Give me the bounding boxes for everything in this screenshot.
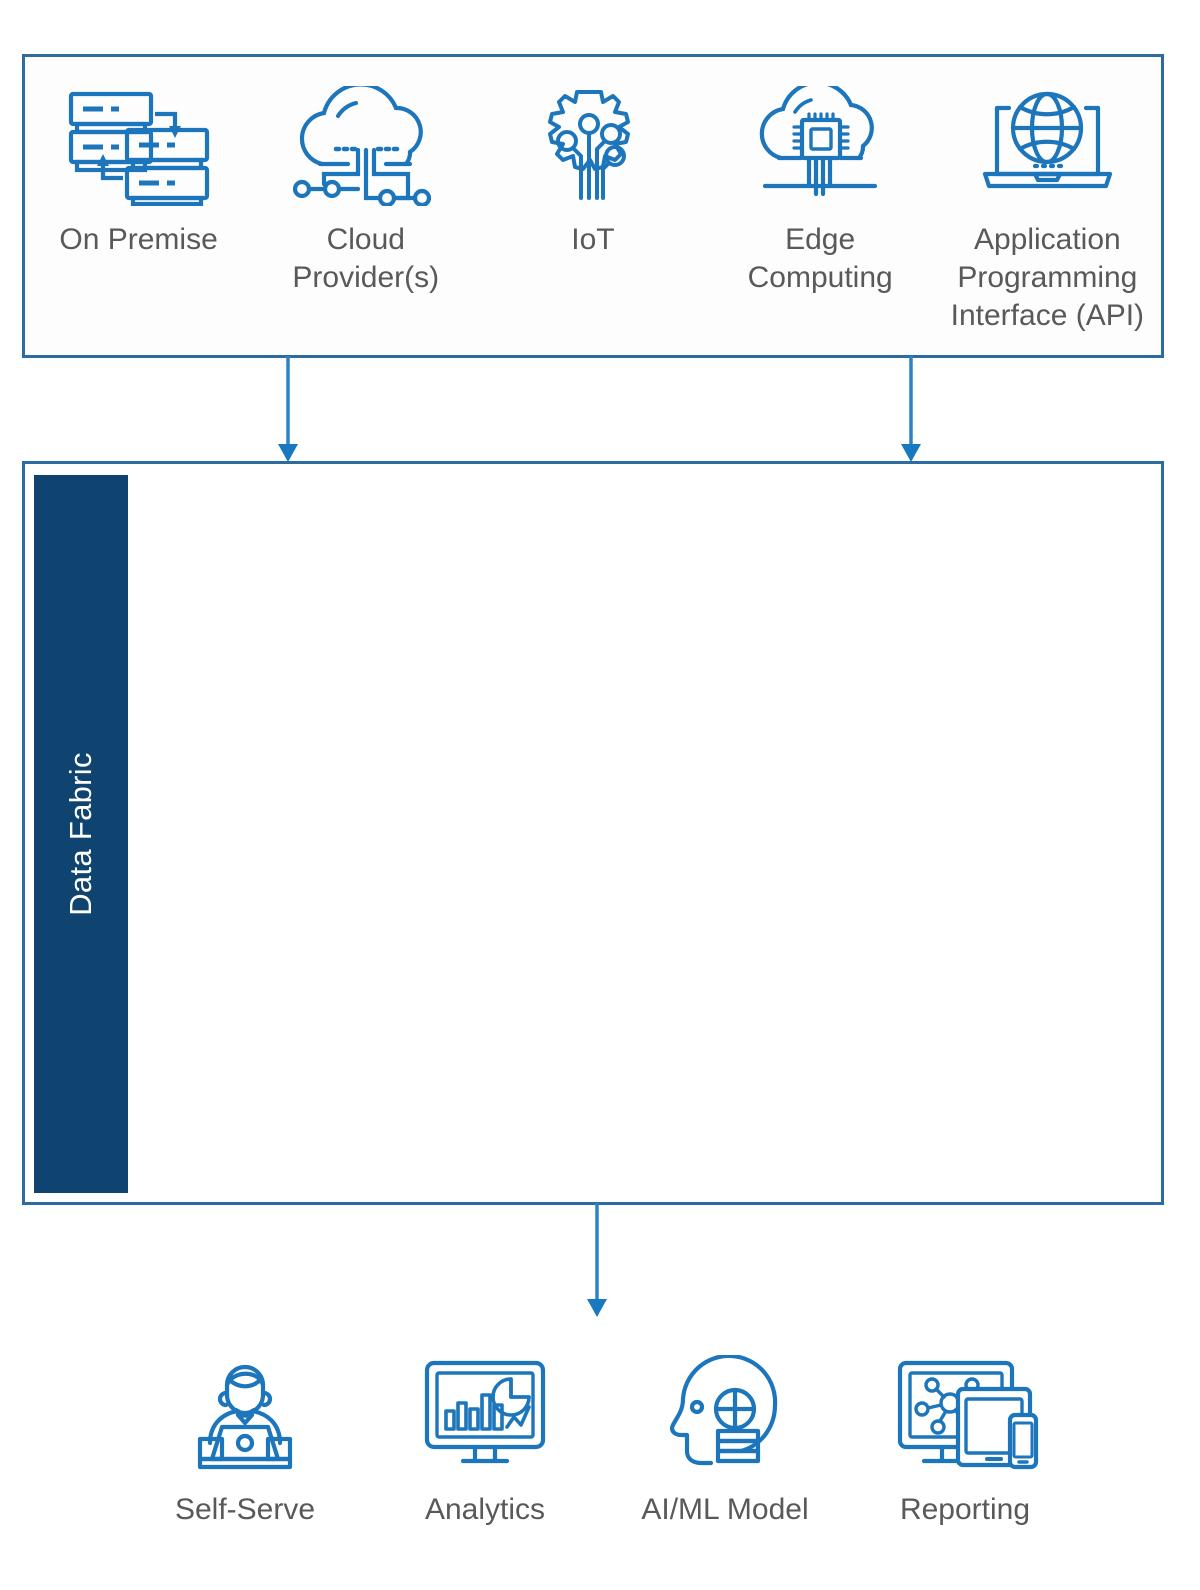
source-item-iot[interactable]: IoT [485, 87, 700, 259]
servers-sync-icon [63, 87, 215, 206]
consumer-label-self-serve: Self-Serve [174, 1493, 316, 1526]
data-sources-box: On Premise [22, 54, 1164, 358]
data-fabric-box: Data Fabric [22, 461, 1164, 1205]
source-label-iot: IoT [571, 223, 615, 256]
source-item-edge-computing[interactable]: Edge Computing [713, 86, 928, 297]
head-ai-icon [663, 1355, 788, 1475]
multi-device-network-icon [890, 1355, 1040, 1475]
cloud-network-icon [286, 86, 446, 206]
arrow-sources-to-fabric-left [268, 356, 308, 466]
source-label-api: Application Programming Interface (API) [950, 223, 1145, 332]
consumer-item-ai-ml-model[interactable]: AI/ML Model [610, 1355, 840, 1527]
gear-circuit-icon [533, 87, 653, 205]
consumer-item-analytics[interactable]: Analytics [370, 1355, 600, 1527]
consumer-item-self-serve[interactable]: Self-Serve [130, 1355, 360, 1527]
source-item-cloud-providers[interactable]: Cloud Provider(s) [258, 86, 473, 297]
consumer-label-analytics: Analytics [424, 1493, 546, 1526]
consumer-label-ai-ml-model: AI/ML Model [641, 1493, 809, 1526]
consumer-label-reporting: Reporting [899, 1493, 1031, 1526]
data-sources-row: On Premise [25, 57, 1161, 355]
arrow-fabric-to-consumers [577, 1203, 617, 1321]
arrow-sources-to-fabric-right [891, 356, 931, 466]
data-fabric-bar: Data Fabric [34, 475, 128, 1193]
source-item-api[interactable]: Application Programming Interface (API) [940, 87, 1155, 335]
cloud-chip-icon [745, 86, 895, 205]
source-label-edge-computing: Edge Computing [747, 223, 893, 294]
person-laptop-icon [180, 1355, 310, 1475]
monitor-charts-icon [415, 1355, 555, 1475]
laptop-globe-icon [975, 87, 1120, 205]
source-label-on-premise: On Premise [59, 223, 218, 256]
data-consumers-row: Self-Serve [130, 1355, 1080, 1527]
source-label-cloud-providers: Cloud Provider(s) [292, 223, 440, 294]
consumer-item-reporting[interactable]: Reporting [850, 1355, 1080, 1527]
data-fabric-label: Data Fabric [63, 752, 98, 916]
source-item-on-premise[interactable]: On Premise [31, 87, 246, 259]
